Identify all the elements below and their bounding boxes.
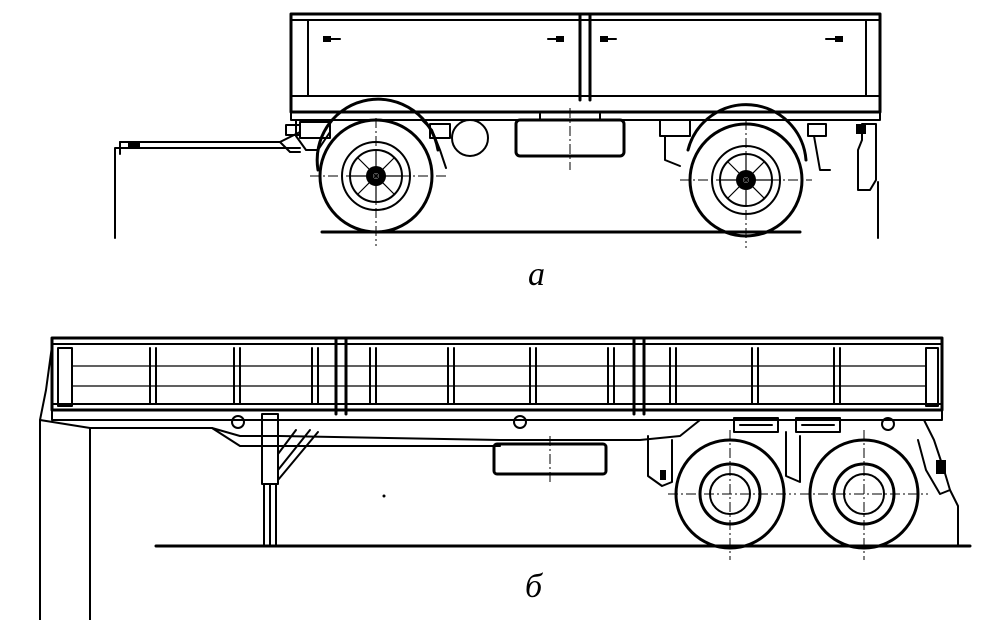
tool-box [514, 108, 626, 170]
landing-gear [261, 413, 319, 547]
suspension [733, 417, 841, 483]
front-axle-wheel [668, 430, 796, 560]
rear-bumper [856, 123, 879, 239]
view-label-a: a [528, 256, 545, 293]
rear-bumper-b [917, 419, 959, 547]
spare-box [492, 436, 608, 484]
semitrailer-view [39, 336, 972, 620]
front-suspension [285, 119, 451, 169]
front-coupling [39, 337, 281, 620]
front-wheel [310, 97, 446, 246]
spare-tank [451, 119, 489, 157]
rear-axle-wheel [800, 430, 928, 560]
cargo-body [289, 12, 882, 121]
view-label-b: б [525, 568, 543, 605]
trailer-view [114, 12, 882, 248]
chassis-frame [211, 419, 701, 447]
rear-suspension [659, 119, 831, 171]
fender-bracket [647, 435, 673, 487]
rear-wheel [680, 103, 812, 248]
platform-body [50, 336, 944, 431]
drawbar [114, 131, 301, 239]
